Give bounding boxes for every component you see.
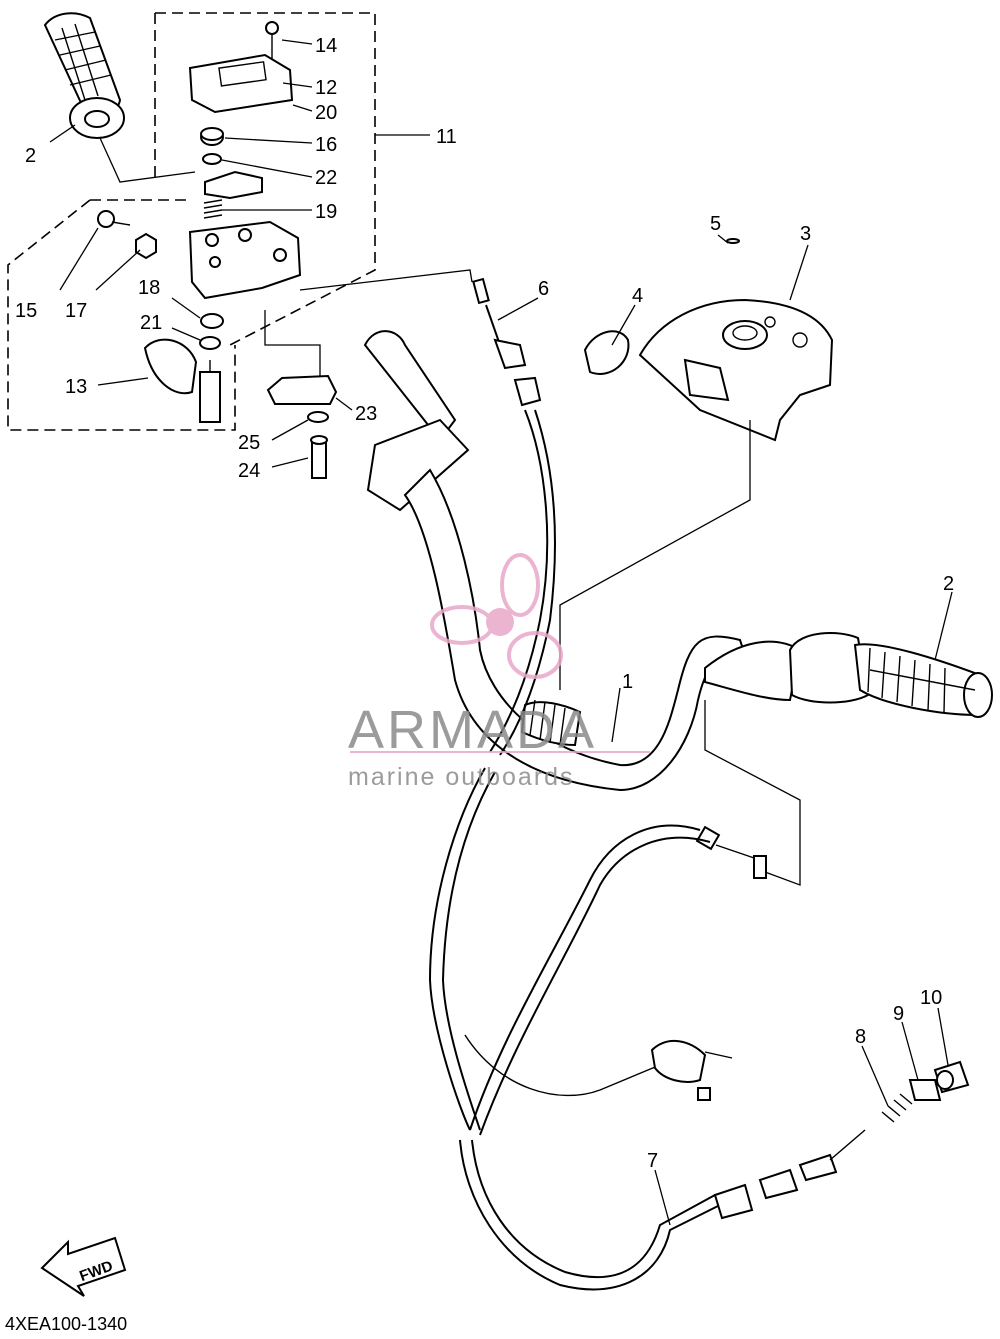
- callout-13: 13: [65, 376, 87, 398]
- watermark-tagline: marine outboards: [348, 763, 575, 791]
- callout-15: 15: [15, 300, 37, 322]
- watermark: ARMADA marine outboards: [348, 553, 650, 791]
- callout-1: 1: [622, 671, 633, 693]
- callout-10: 10: [920, 987, 942, 1009]
- callout-16: 16: [315, 134, 337, 156]
- callout-14: 14: [315, 35, 337, 57]
- watermark-brand: ARMADA: [348, 700, 597, 760]
- callout-3: 3: [800, 223, 811, 245]
- callout-2-left: 2: [25, 145, 36, 167]
- callout-11: 11: [436, 126, 457, 148]
- callout-19: 19: [315, 201, 337, 223]
- callout-25: 25: [238, 432, 260, 454]
- brake-cable: [459, 824, 970, 1291]
- callout-5: 5: [710, 213, 721, 235]
- assembly-11-outline: [7, 12, 376, 431]
- left-grip: [43, 12, 196, 183]
- reference-code: 4XEA100-1340: [5, 1314, 127, 1334]
- callout-2-right: 2: [943, 573, 954, 595]
- callout-24: 24: [238, 460, 260, 482]
- throttle-cable: [428, 277, 556, 1131]
- callout-8: 8: [855, 1026, 866, 1048]
- callout-12: 12: [315, 77, 337, 99]
- clamp-bracket: [264, 310, 338, 479]
- callout-7: 7: [647, 1150, 658, 1172]
- callout-18: 18: [138, 277, 160, 299]
- callout-23: 23: [355, 403, 377, 425]
- throttle-housing-parts: [97, 21, 302, 423]
- callout-22: 22: [315, 167, 337, 189]
- propeller-logo-icon: [430, 553, 563, 679]
- callout-4: 4: [632, 285, 643, 307]
- leader-lines: [49, 39, 953, 1226]
- callout-21: 21: [140, 312, 162, 334]
- callout-9: 9: [893, 1003, 904, 1025]
- callout-17: 17: [65, 300, 87, 322]
- callout-6: 6: [538, 278, 549, 300]
- handlebar: [363, 330, 802, 792]
- callout-labels: 1 2 2 3 4 5 6 7 8 9 10 11 12 13 14 15 16…: [15, 35, 954, 1172]
- right-grip: [788, 632, 993, 718]
- switch-housing: [583, 238, 834, 442]
- callout-20: 20: [315, 102, 337, 124]
- forward-arrow-icon: FWD: [40, 1236, 127, 1297]
